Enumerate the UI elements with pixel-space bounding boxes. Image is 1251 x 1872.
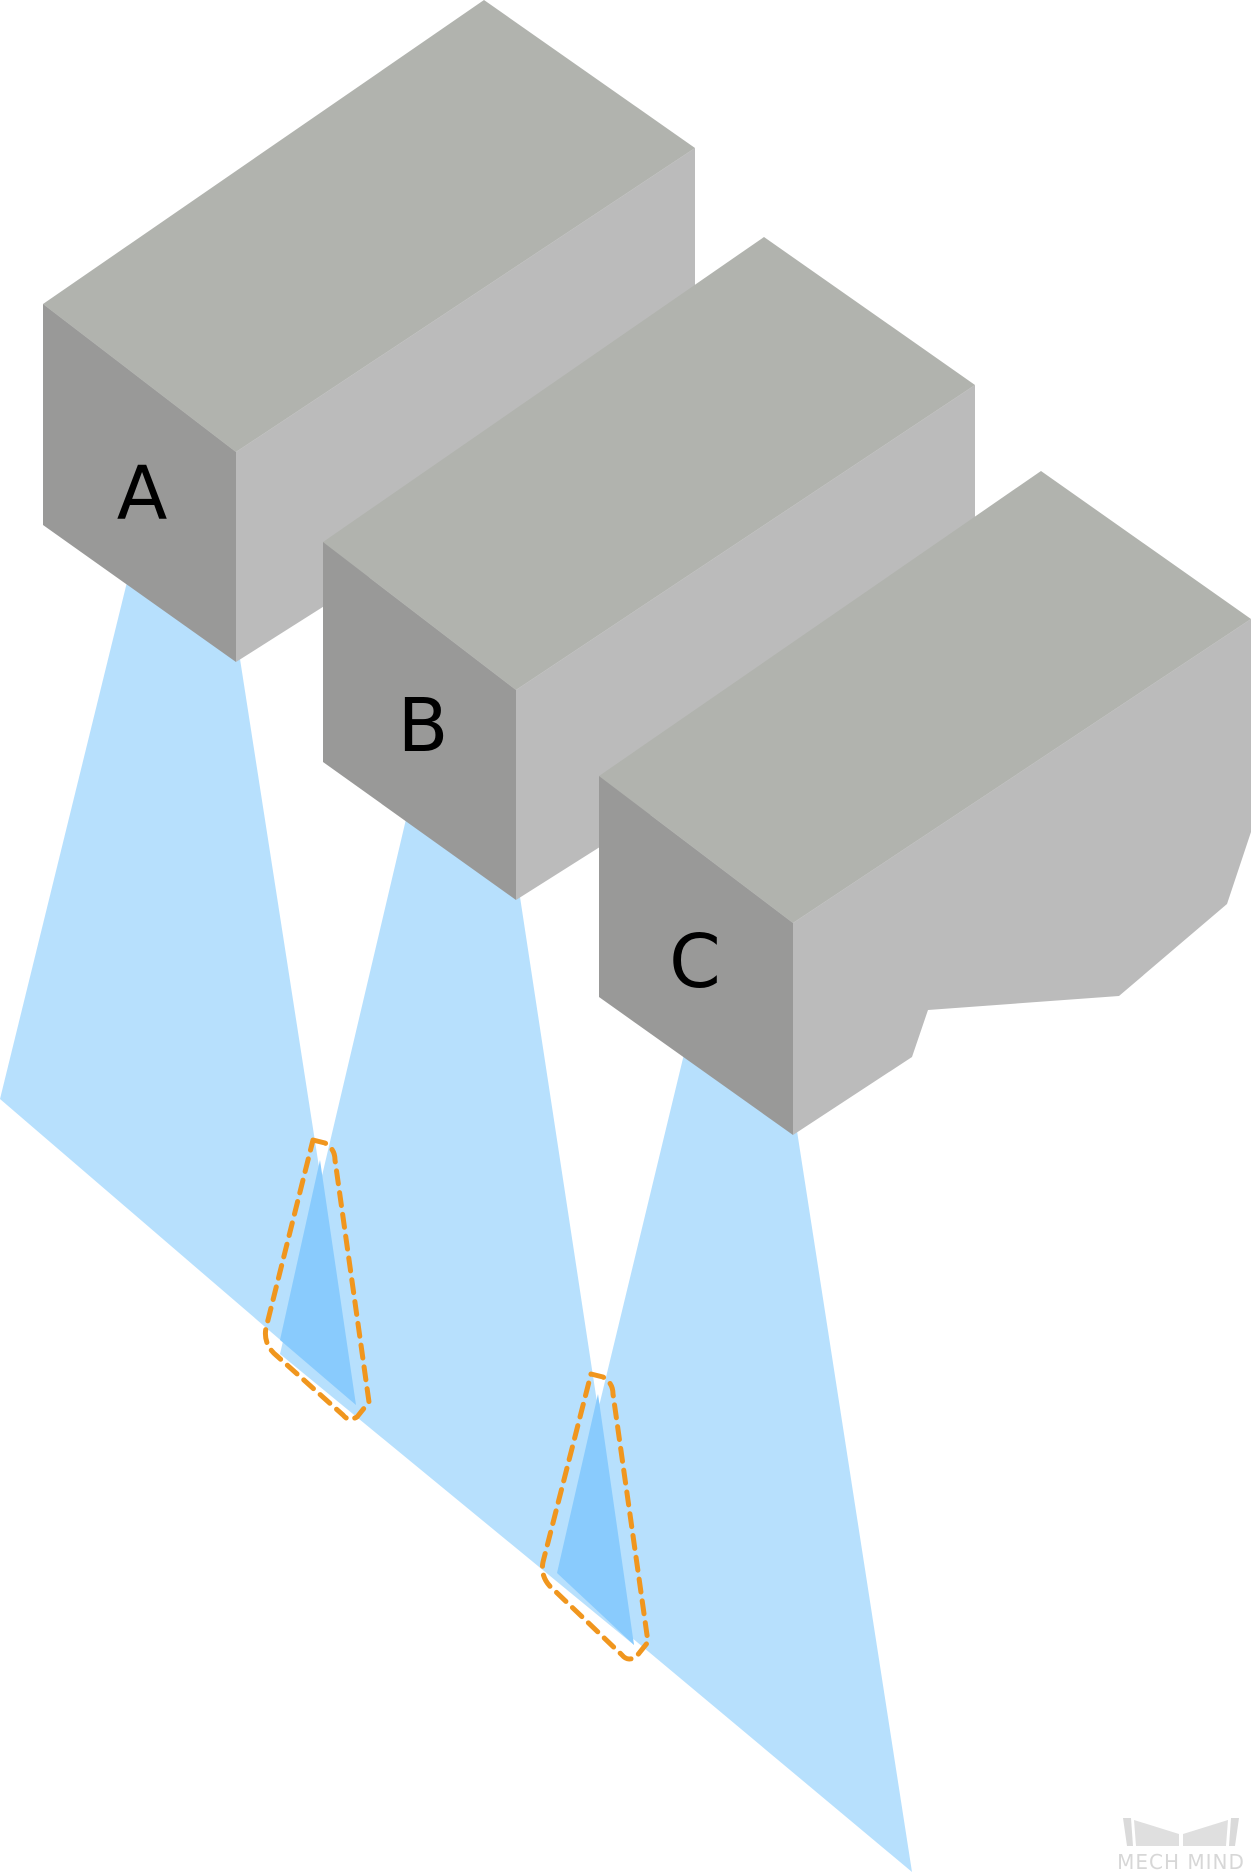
overlap-outline-bc	[539, 1371, 651, 1662]
overlap-outlines	[262, 1137, 651, 1662]
fov-c	[558, 1050, 912, 1872]
camera-b-front-face	[323, 542, 516, 900]
camera-b-top-face	[323, 237, 975, 690]
camera-b-label: B	[398, 683, 449, 769]
overlap-region-bc	[557, 1394, 634, 1645]
watermark-text: MECH MIND	[1117, 1850, 1245, 1872]
camera-a-top-face	[43, 0, 695, 452]
camera-c-side-face	[793, 619, 1251, 1135]
overlap-region-ab	[280, 1160, 356, 1405]
overlap-regions	[280, 1160, 634, 1645]
camera-c-label: C	[669, 919, 721, 1005]
camera-a-label: A	[117, 451, 168, 537]
camera-c: C	[599, 471, 1251, 1135]
camera-c-front-face	[599, 776, 793, 1135]
camera-c-top-face	[599, 471, 1251, 923]
fov-a	[0, 578, 356, 1405]
mech-mind-logo-icon	[1123, 1818, 1239, 1846]
camera-a-front-face	[43, 304, 236, 662]
overlap-outline-ab	[262, 1137, 372, 1422]
fov-b	[280, 815, 634, 1645]
fields-of-view	[0, 578, 912, 1872]
mech-mind-watermark: MECH MIND	[1117, 1818, 1245, 1872]
